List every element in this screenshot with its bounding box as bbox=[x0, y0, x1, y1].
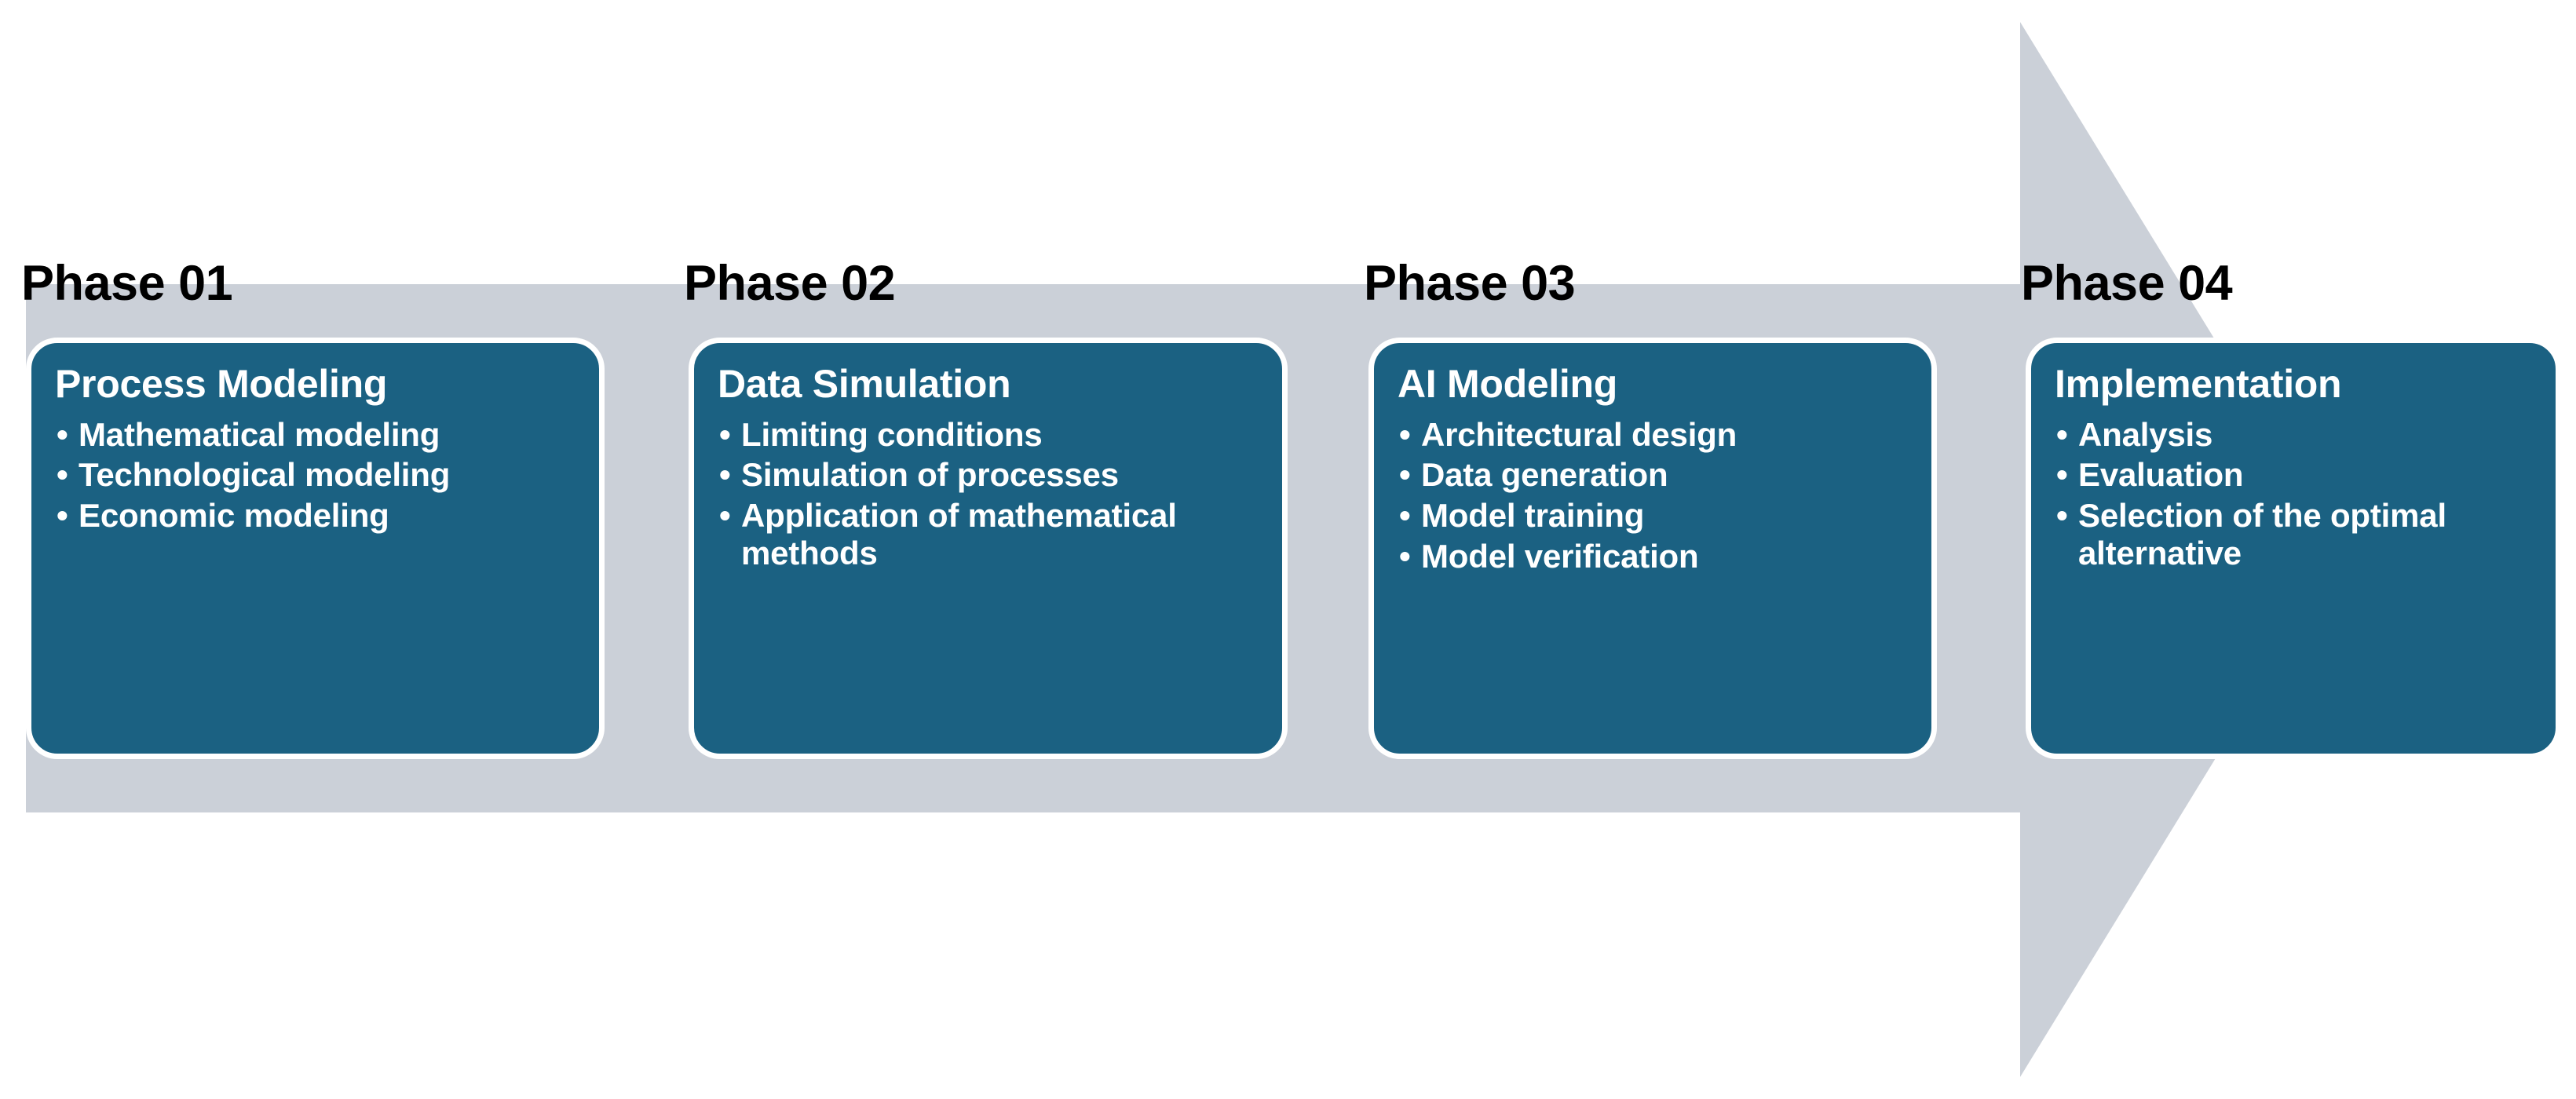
list-item: • Architectural design bbox=[1398, 416, 1911, 454]
bullet-icon: • bbox=[2056, 497, 2068, 535]
list-item-text: Mathematical modeling bbox=[79, 415, 440, 453]
list-item-text: Application of mathematical methods bbox=[741, 497, 1177, 572]
phase-card-bullets-2: • Limiting conditions • Simulation of proc… bbox=[718, 416, 1262, 573]
bullet-icon: • bbox=[1399, 538, 1411, 575]
list-item-text: Limiting conditions bbox=[741, 415, 1043, 453]
list-item: • Limiting conditions bbox=[718, 416, 1262, 454]
list-item-text: Economic modeling bbox=[79, 497, 389, 535]
list-item: • Evaluation bbox=[2055, 456, 2535, 494]
phase-card-title-4: Implementation bbox=[2055, 362, 2342, 406]
list-item-text: Analysis bbox=[2078, 415, 2213, 453]
list-item-text: Model training bbox=[1421, 497, 1645, 535]
phase-card-bullets-1: • Mathematical modeling • Technological mo… bbox=[55, 416, 579, 535]
list-item-text: Architectural design bbox=[1421, 415, 1737, 453]
phase-card-bullets-3: • Architectural design • Data generation •… bbox=[1398, 416, 1911, 576]
bullet-icon: • bbox=[2056, 456, 2068, 494]
list-item-text: Model verification bbox=[1421, 538, 1699, 575]
bullet-icon: • bbox=[719, 456, 731, 494]
phase-card-2[interactable]: Data Simulation • Limiting conditions • Si… bbox=[689, 338, 1288, 759]
bullet-icon: • bbox=[2056, 415, 2068, 453]
bullet-icon: • bbox=[1399, 415, 1411, 453]
bullet-icon: • bbox=[57, 456, 68, 494]
phase-card-4[interactable]: Implementation • Analysis • Evaluation • Se… bbox=[2026, 338, 2561, 759]
list-item: • Mathematical modeling bbox=[55, 416, 579, 454]
list-item: • Application of mathematical methods bbox=[718, 497, 1262, 572]
list-item: • Technological modeling bbox=[55, 456, 579, 494]
list-item: • Economic modeling bbox=[55, 497, 579, 535]
phase-card-title-3: AI Modeling bbox=[1398, 362, 1618, 406]
list-item: • Simulation of processes bbox=[718, 456, 1262, 494]
phase-label-1: Phase 01 bbox=[21, 256, 233, 311]
bullet-icon: • bbox=[57, 497, 68, 535]
list-item-text: Selection of the optimal alternative bbox=[2078, 497, 2446, 572]
phase-label-3: Phase 03 bbox=[1364, 256, 1576, 311]
list-item: • Model verification bbox=[1398, 538, 1911, 575]
phase-label-2: Phase 02 bbox=[684, 256, 896, 311]
phase-card-title-2: Data Simulation bbox=[718, 362, 1011, 406]
list-item: • Model training bbox=[1398, 497, 1911, 535]
bullet-icon: • bbox=[1399, 497, 1411, 535]
bullet-icon: • bbox=[719, 497, 731, 535]
phase-label-4: Phase 04 bbox=[2021, 256, 2233, 311]
list-item-text: Data generation bbox=[1421, 456, 1668, 494]
phase-card-1[interactable]: Process Modeling • Mathematical modeling … bbox=[26, 338, 605, 759]
bullet-icon: • bbox=[719, 415, 731, 453]
list-item: • Selection of the optimal alternative bbox=[2055, 497, 2535, 572]
list-item-text: Technological modeling bbox=[79, 456, 451, 494]
phase-card-3[interactable]: AI Modeling • Architectural design • Data … bbox=[1368, 338, 1937, 759]
list-item: • Analysis bbox=[2055, 416, 2535, 454]
bullet-icon: • bbox=[1399, 456, 1411, 494]
list-item-text: Simulation of processes bbox=[741, 456, 1119, 494]
phase-card-title-1: Process Modeling bbox=[55, 362, 388, 406]
bullet-icon: • bbox=[57, 415, 68, 453]
phase-card-bullets-4: • Analysis • Evaluation • Selection of the … bbox=[2055, 416, 2535, 573]
list-item-text: Evaluation bbox=[2078, 456, 2244, 494]
list-item: • Data generation bbox=[1398, 456, 1911, 494]
